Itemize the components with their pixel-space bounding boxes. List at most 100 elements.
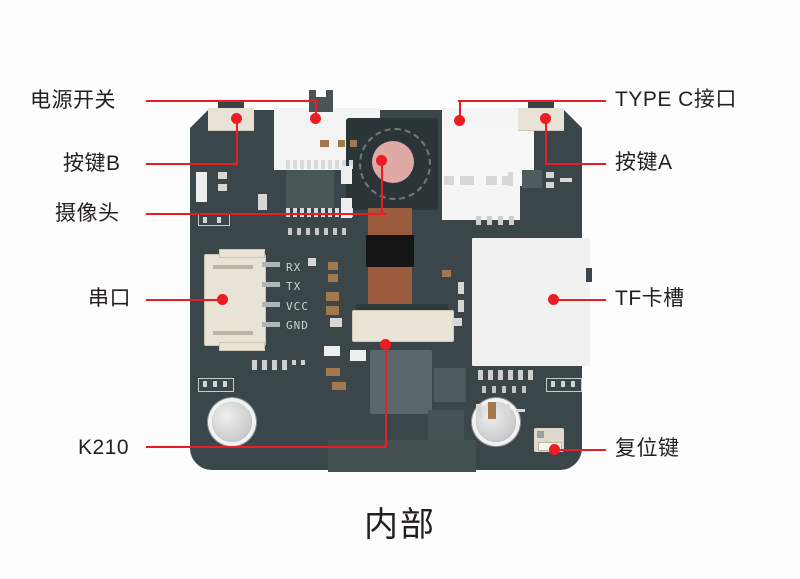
smd-resistor	[328, 274, 338, 282]
silk-label-vcc: VCC	[286, 299, 309, 313]
callout-label-tf-card-slot: TF卡槽	[615, 287, 685, 310]
mounting-hole-right	[476, 402, 516, 442]
marker-power-switch	[310, 113, 321, 124]
k210-soc-component	[370, 350, 432, 414]
smd-capacitor	[324, 346, 340, 356]
camera-flex-connector	[366, 235, 414, 267]
leader-k210-h	[146, 446, 386, 448]
smd-resistor	[516, 409, 525, 412]
leader-camera-h	[146, 213, 386, 215]
callout-label-button-a: 按键A	[615, 151, 673, 174]
test-pad-group-1	[198, 214, 230, 226]
marker-k210	[380, 339, 391, 350]
leader-button-b-h	[146, 163, 238, 165]
mounting-hole-left	[212, 402, 252, 442]
smd-resistor	[330, 318, 342, 327]
marker-type-c	[454, 115, 465, 126]
serial-pin-gnd	[262, 322, 280, 327]
camera-module-component	[346, 118, 438, 210]
bottom-shield-pad	[328, 440, 476, 472]
smd-resistor	[218, 184, 227, 191]
tf-card-slot-component[interactable]	[472, 238, 590, 366]
leader-reset-button-h	[559, 449, 606, 451]
smd-resistor	[546, 172, 554, 178]
ic-pin-row-top	[286, 160, 353, 169]
leader-tf-card-slot-h	[558, 299, 606, 301]
smd-resistor	[308, 258, 316, 266]
pcb-board: RX TX VCC GND	[190, 90, 592, 472]
smd-resistor	[488, 402, 496, 419]
callout-label-serial-port: 串口	[88, 287, 131, 310]
test-pad-group-3	[546, 378, 582, 392]
serial-slot-bottom	[213, 331, 253, 335]
camera-lens-ring	[359, 128, 431, 200]
smd-resistor	[218, 172, 227, 179]
marker-serial-port	[217, 294, 228, 305]
smd-resistor	[320, 140, 329, 147]
ic-pad-row	[288, 228, 346, 235]
smd-resistor	[326, 368, 340, 376]
smd-resistor	[460, 176, 474, 185]
smd-ic	[522, 170, 542, 188]
smd-capacitor	[350, 350, 366, 361]
leader-serial-port-h	[146, 299, 222, 301]
callout-label-power-switch: 电源开关	[30, 89, 116, 112]
smd-resistor	[258, 194, 267, 210]
smd-capacitor	[341, 166, 352, 184]
silk-label-rx: RX	[286, 261, 302, 274]
smd-resistor	[458, 300, 464, 312]
leader-type-c-h	[458, 100, 606, 102]
leader-button-a-h	[545, 163, 606, 165]
smd-resistor	[486, 176, 497, 185]
smd-resistor	[476, 404, 482, 418]
button-a-cap[interactable]	[528, 102, 554, 110]
leader-button-b-v	[236, 120, 238, 164]
smd-capacitor	[341, 198, 352, 218]
smd-resistor	[502, 176, 513, 185]
serial-pin-vcc	[262, 302, 280, 307]
leader-power-switch-v	[315, 100, 317, 118]
callout-label-k210: K210	[78, 436, 130, 459]
smd-pad-row-right-2	[482, 386, 526, 393]
marker-button-b	[231, 113, 242, 124]
leader-k210-v	[385, 344, 387, 447]
lcd-fpc-connector	[352, 310, 454, 342]
leader-button-a-v	[545, 118, 547, 163]
button-b-cap[interactable]	[218, 102, 244, 110]
silk-label-tx: TX	[286, 280, 302, 294]
smd-resistor	[444, 176, 454, 185]
smd-resistor	[326, 306, 339, 315]
lcd-fpc-latch	[356, 304, 448, 312]
smd-pad-row-right	[478, 370, 533, 380]
serial-pin-rx	[262, 262, 280, 267]
smd-pad-row-tf-top	[476, 216, 514, 225]
smd-resistor	[338, 140, 345, 147]
smd-resistor	[326, 292, 339, 301]
serial-wing-top	[219, 249, 265, 258]
figure-caption: 内部	[364, 506, 436, 544]
marker-camera	[376, 155, 387, 166]
power-management-ic	[286, 170, 334, 208]
leader-power-switch-h	[146, 100, 316, 102]
serial-wing-bottom	[219, 342, 265, 351]
smd-resistor	[442, 270, 451, 277]
leader-type-c-v	[459, 100, 461, 120]
board-corner-top-right	[564, 110, 582, 128]
smd-resistor	[452, 318, 462, 326]
silk-label-gnd: GND	[286, 318, 309, 332]
serial-pin-tx	[262, 282, 280, 287]
smd-capacitor	[196, 172, 207, 202]
board-corner-top-left	[190, 110, 208, 128]
smd-resistor	[504, 404, 510, 418]
flash-chip	[434, 368, 466, 402]
smd-resistor	[546, 182, 554, 188]
leader-camera-v	[381, 160, 383, 214]
marker-tf-card-slot	[548, 294, 559, 305]
reset-button-pad	[537, 431, 544, 438]
test-pad-group-2	[198, 378, 234, 392]
smd-resistor	[508, 172, 513, 186]
tf-card-slot-notch	[586, 268, 592, 282]
smd-resistor	[332, 382, 346, 390]
serial-silkscreen-labels: RX TX VCC GND	[286, 258, 338, 335]
